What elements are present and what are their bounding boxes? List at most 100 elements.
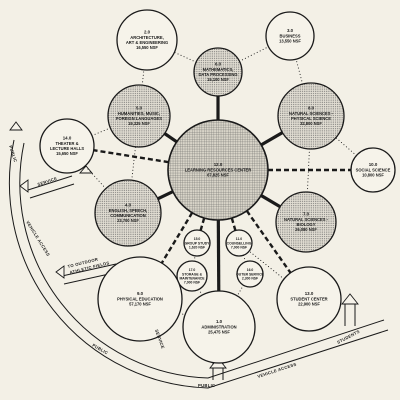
access-arrows (9, 121, 359, 369)
link-mathematics-business (238, 46, 270, 62)
link-english-humanities (131, 146, 137, 181)
node-label-biology: NATURAL SCIENCES - (284, 217, 329, 222)
student-arrow-icon (341, 293, 359, 305)
node-circle-core (167, 119, 269, 221)
node-circle-theater (39, 118, 95, 174)
theater-arrow-icon (79, 165, 93, 174)
node-label-architecture: 16,550 NSF (136, 45, 158, 50)
node-number-physical-education: 9.0 (137, 291, 144, 296)
node-label-mathematics: 15,100 NSF (207, 77, 229, 82)
node-label-architecture: ART & ENGINEERING (126, 40, 168, 45)
outer-road-arc (8, 139, 389, 389)
node-label-administration: ADMINISTRATION (201, 324, 236, 329)
node-label-theater: LECTURE HALLS (50, 146, 84, 151)
service-label: SERVICE (37, 176, 58, 187)
node-number-humanities: 5.0 (136, 106, 143, 111)
link-core-humanities (163, 132, 178, 144)
link-core-biology (260, 194, 281, 209)
inner-road-arc (19, 142, 385, 379)
node-label-storage: MAINTENANCE (179, 277, 205, 281)
service-bottom-label: SERVICE (154, 329, 166, 350)
node-number-core: 12.0 (214, 162, 223, 167)
athletic-fields-road (61, 263, 117, 277)
node-label-physical-science: 32,800 NSF (300, 121, 322, 126)
node-label-storage: 7,000 NSF (184, 281, 200, 285)
link-physical-science-biology (306, 148, 310, 193)
node-label-counselling: 7,000 NSF (231, 246, 247, 250)
node-circle-administration (182, 290, 256, 364)
node-number-administration: 1.0 (216, 319, 223, 324)
link-social-science-physical-science (335, 137, 357, 157)
node-circle-biology (275, 191, 337, 253)
node-number-architecture: 2.0 (144, 30, 151, 35)
link-outer-service-counselling (242, 254, 247, 263)
link-humanities-architecture (141, 69, 145, 86)
node-label-english: ENGLISH, SPEECH, (109, 208, 147, 213)
node-label-english: COMMUNICATION (110, 213, 145, 218)
service-road (27, 175, 73, 191)
node-circle-group-study (183, 229, 211, 257)
node-number-student-center: 13.0 (305, 291, 314, 296)
link-storage-administration (198, 288, 203, 296)
link-core-physical-science (260, 131, 284, 147)
node-label-group-study: GROUP STUDY (185, 241, 211, 245)
node-number-social-science: 10.0 (369, 162, 378, 167)
node-label-storage: STORAGE & (182, 272, 203, 276)
relationship-links (84, 46, 357, 316)
node-circle-mathematics (193, 47, 243, 97)
node-label-outer-service: 2,300 NSF (242, 277, 258, 281)
node-label-biology: 26,080 NSF (295, 227, 317, 232)
link-core-physical-education (160, 212, 194, 264)
node-circle-counselling (225, 229, 253, 257)
link-core-student-center (245, 210, 292, 274)
node-label-physical-education: 57,170 NSF (129, 302, 151, 307)
link-outer-service-administration (236, 284, 244, 297)
link-core-english (157, 190, 174, 201)
node-label-theater: 15,650 NSF (56, 151, 78, 156)
service-road-2 (29, 183, 75, 199)
node-label-counselling: COUNSELLING (227, 241, 252, 245)
node-circle-physical-science (277, 82, 345, 150)
link-core-counselling (230, 217, 237, 231)
node-circle-social-science (350, 147, 396, 193)
node-label-student-center: STUDENT CENTER (290, 296, 327, 301)
link-english-theater (84, 165, 107, 190)
node-circle-business (265, 11, 315, 61)
node-label-theater: THEATER & (55, 141, 78, 146)
node-circle-humanities (107, 84, 171, 148)
link-core-group-study (199, 217, 206, 231)
fields-arrow-icon (55, 265, 65, 279)
access-roads (8, 139, 389, 389)
link-humanities-theater (91, 127, 111, 137)
link-core-theater (93, 149, 169, 164)
node-label-business: BUSINESS (280, 33, 301, 38)
public-bottom-label: PUBLIC (198, 383, 215, 388)
node-label-student-center: 22,900 NSF (298, 302, 320, 307)
node-label-humanities: HUMANITIES, MUSIC, (118, 111, 160, 116)
node-label-humanities: 19,325 NSF (128, 121, 150, 126)
node-label-architecture: ARCHITECTURE, (130, 35, 163, 40)
node-label-business: 13,550 NSF (279, 39, 301, 44)
link-physical-science-business (295, 58, 304, 85)
node-number-counselling: 11.0 (236, 237, 243, 241)
node-label-english: 23,700 NSF (117, 218, 139, 223)
node-label-biology: BIOLOGY (297, 222, 316, 227)
public-left-arrow-icon (9, 121, 23, 131)
